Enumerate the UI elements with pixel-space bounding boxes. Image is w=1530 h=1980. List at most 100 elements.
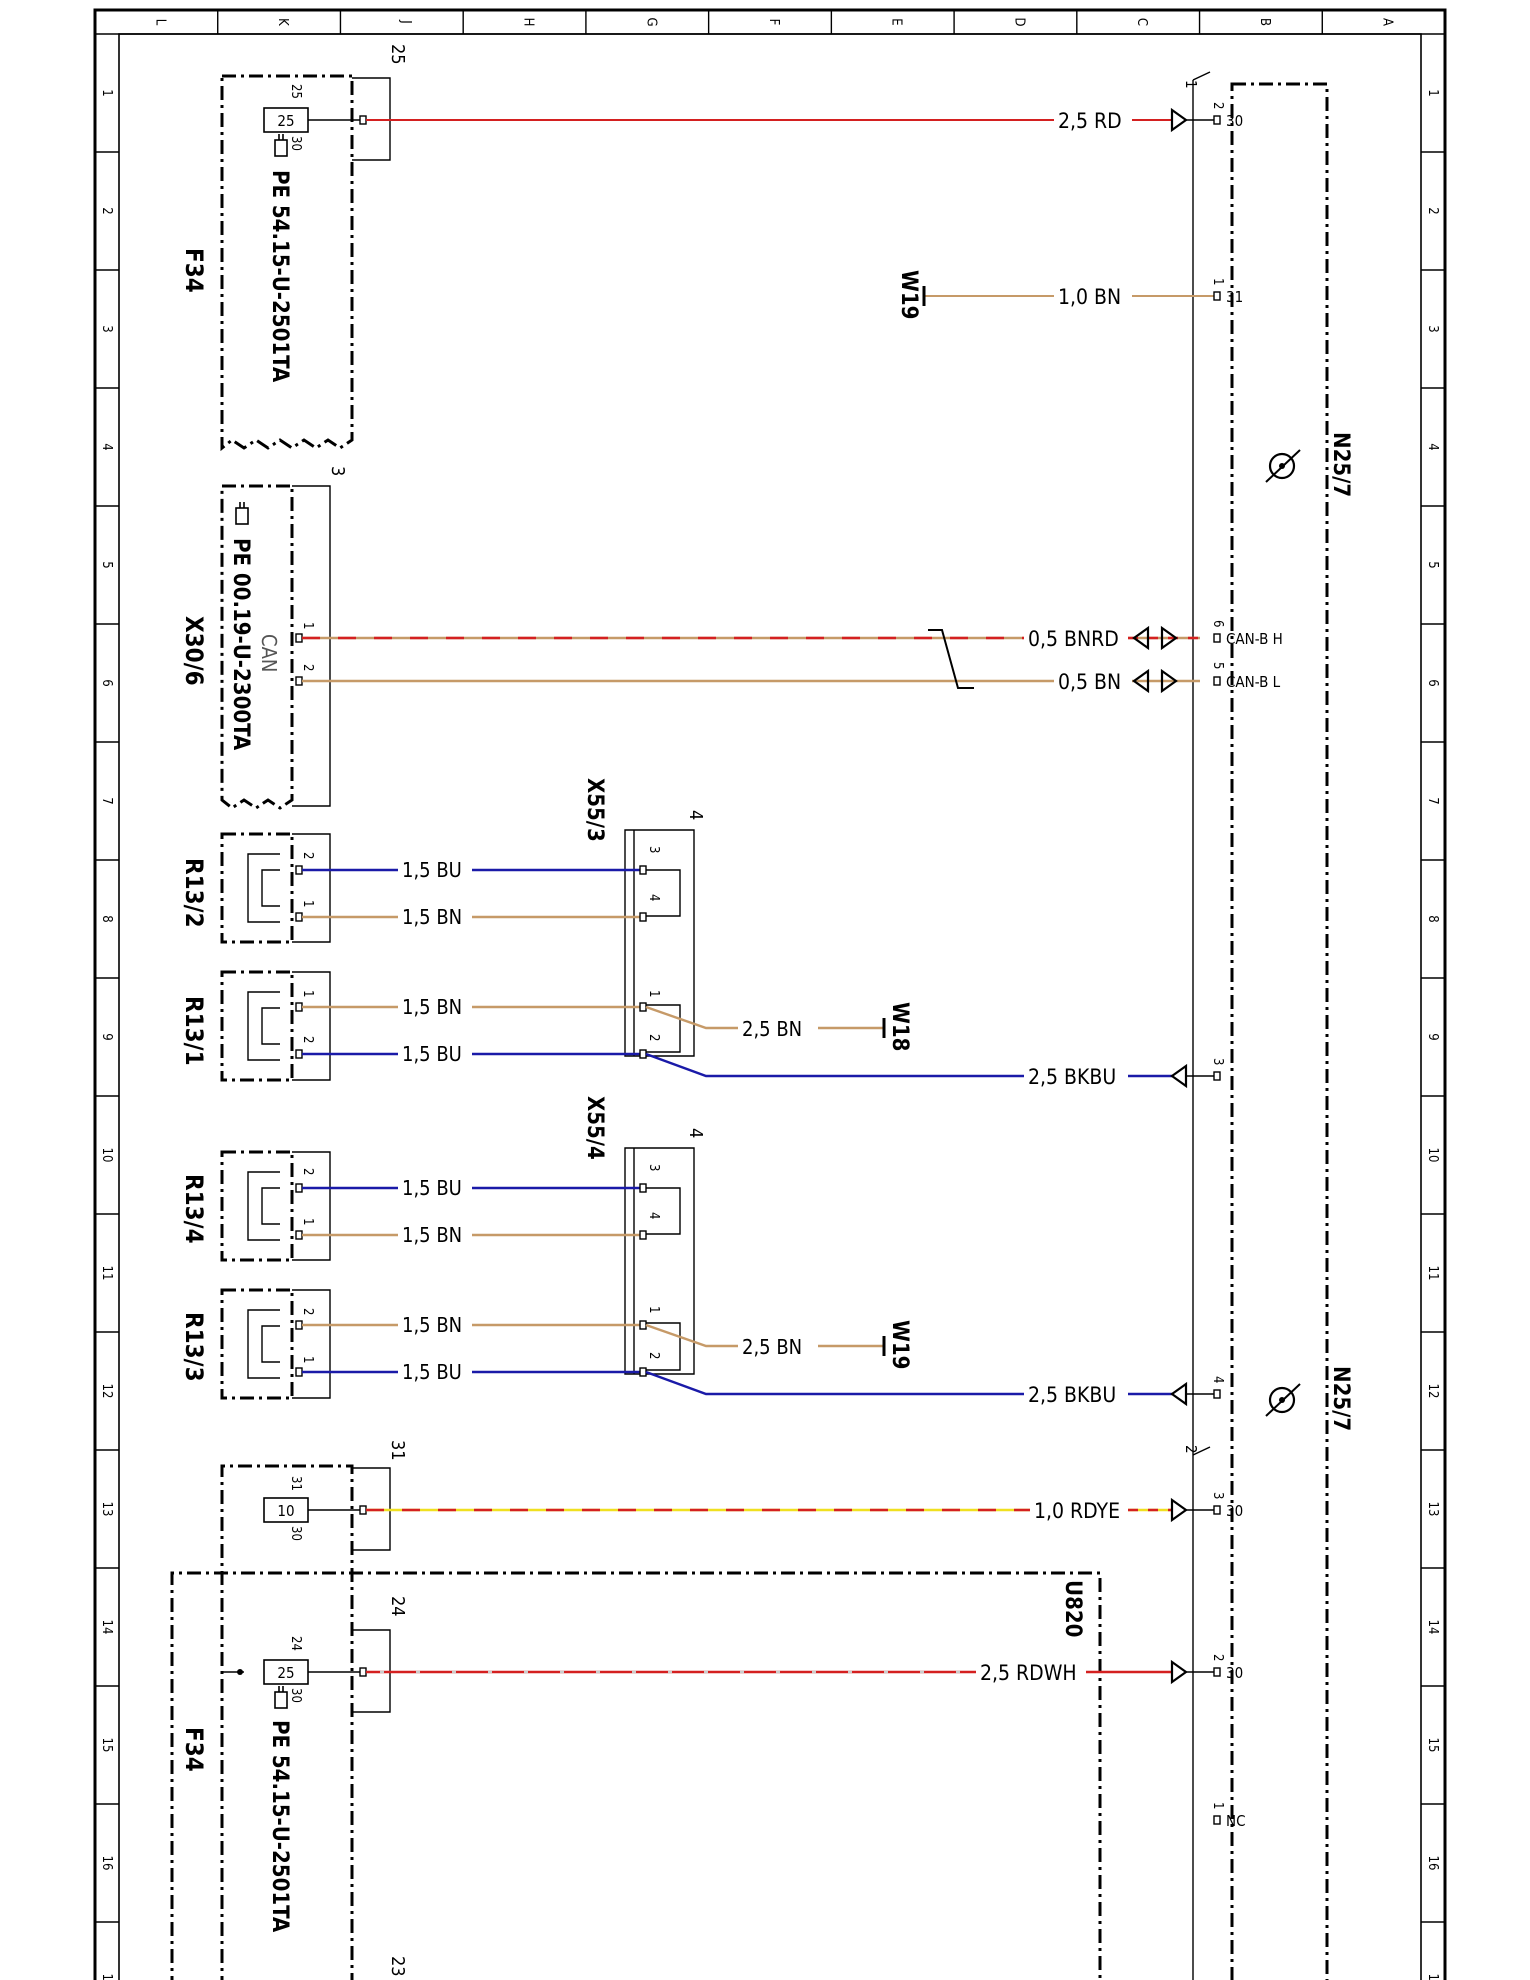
x55-3-pin-4: 4 xyxy=(646,894,661,901)
row-number: 5 xyxy=(1425,561,1440,568)
row-number: 13 xyxy=(1425,1502,1440,1517)
wire-label: 2,5 BKBU xyxy=(1028,1065,1116,1089)
row-number: 9 xyxy=(1425,1033,1440,1040)
wire-label: 1,5 BU xyxy=(402,1360,462,1384)
row-number: 6 xyxy=(1425,679,1440,686)
row-number: 15 xyxy=(99,1738,114,1753)
wire-label: 2,5 RDWH xyxy=(980,1661,1077,1685)
fuse-rating-mid: 10 xyxy=(277,1502,294,1520)
x55-3-pin-2: 2 xyxy=(646,1034,661,1041)
column-letter: H xyxy=(521,18,536,27)
w19-ground-label-top: W19 xyxy=(896,270,921,319)
wire-label: 0,5 BNRD xyxy=(1028,627,1119,651)
fuse-in-top: 25 xyxy=(288,84,303,99)
f34-label-bottom: F34 xyxy=(180,1727,208,1772)
f34-ref-top: PE 54.15-U-2501TA xyxy=(267,170,292,383)
reference-hand-icon xyxy=(274,1686,288,1709)
terminal-label: CAN-B L xyxy=(1226,673,1281,691)
fuse-rating-top: 25 xyxy=(277,112,294,130)
pin-label: 3 xyxy=(1210,1492,1225,1499)
x30-pin-2: 2 xyxy=(300,664,315,671)
x55-3-block: 4 xyxy=(685,810,706,820)
column-letter: D xyxy=(1011,17,1026,26)
wire-label: 2,5 RD xyxy=(1058,109,1122,133)
row-number: 17 xyxy=(99,1974,114,1980)
row-number: 11 xyxy=(99,1266,114,1281)
row-number: 3 xyxy=(1425,325,1440,332)
x55-3-pin-1: 1 xyxy=(646,990,661,997)
row-number: 13 xyxy=(99,1502,114,1517)
wire-label: 1,5 BN xyxy=(402,995,462,1019)
reference-hand-icon xyxy=(235,502,249,525)
row-number: 16 xyxy=(1425,1856,1440,1871)
row-number: 1 xyxy=(99,89,114,96)
row-number: 5 xyxy=(99,561,114,568)
row-number: 15 xyxy=(1425,1738,1440,1753)
r13-2-pin-top: 2 xyxy=(300,852,315,859)
w19-ground-label-mid: W19 xyxy=(887,1320,912,1369)
pin-label: 1 xyxy=(1210,278,1225,285)
module-symbol-icon xyxy=(1265,1383,1301,1417)
x55-3-pin-3: 3 xyxy=(646,846,661,853)
r13-4-label: R13/4 xyxy=(180,1174,208,1244)
wire-label: 2,5 BN xyxy=(742,1017,802,1041)
wire-label: 1,5 BU xyxy=(402,1176,462,1200)
column-letter: C xyxy=(1134,18,1149,26)
row-number: 14 xyxy=(99,1620,114,1635)
w18-ground-label: W18 xyxy=(887,1002,912,1051)
row-number: 11 xyxy=(1425,1266,1440,1281)
fuse-in-mid: 31 xyxy=(288,1476,303,1491)
main-wires: 2,5 RD 2 30 W19 1,0 BN 1 31 0,5 BNRD 6 C… xyxy=(302,102,1283,1830)
f34-ref-bottom: PE 54.15-U-2501TA xyxy=(267,1720,292,1933)
fuse-out-bottom: 30 xyxy=(288,1688,303,1703)
sensor-r13-4: R13/4 2 1 xyxy=(180,1150,331,1262)
u820-label: U820 xyxy=(1060,1580,1085,1637)
fuse-block-bottom: 24 xyxy=(387,1596,408,1617)
wire-label: 1,5 BN xyxy=(402,1223,462,1247)
x30-block-number: 3 xyxy=(327,466,348,476)
row-number: 1 xyxy=(1425,89,1440,96)
terminal-label: CAN-B H xyxy=(1226,630,1283,648)
x30-6-label: X30/6 xyxy=(180,616,208,686)
wire-label: 0,5 BN xyxy=(1058,670,1121,694)
wire-label: 1,5 BN xyxy=(402,905,462,929)
x55-4-connector: X55/4 4 3 4 1 2 xyxy=(582,1096,706,1375)
f34-label-top: F34 xyxy=(180,248,208,293)
sensor-r13-2: R13/2 2 1 xyxy=(180,832,331,944)
n25-connector-1: 1 xyxy=(1182,80,1200,89)
pin-label: 4 xyxy=(1210,1376,1225,1383)
fuse-block-top: 25 xyxy=(387,44,408,65)
sensor-r13-3: R13/3 2 1 xyxy=(180,1288,331,1400)
wire-label: 1,5 BU xyxy=(402,858,462,882)
fuse-in-bottom: 24 xyxy=(288,1636,303,1651)
row-number: 16 xyxy=(99,1856,114,1871)
r13-2-label: R13/2 xyxy=(180,858,208,928)
r13-3-pin-top: 2 xyxy=(300,1308,315,1315)
row-number: 4 xyxy=(99,443,114,450)
x55-4-block: 4 xyxy=(685,1128,706,1138)
x55-4-pin-1: 1 xyxy=(646,1306,661,1313)
wire-label: 1,5 BN xyxy=(402,1313,462,1337)
n25-7-label-top: N25/7 xyxy=(1328,432,1353,497)
fuse-out-mid: 30 xyxy=(288,1526,303,1541)
r13-1-pin-top: 1 xyxy=(300,990,315,997)
column-letter: B xyxy=(1257,18,1272,26)
column-letter: A xyxy=(1380,18,1395,26)
column-letter: K xyxy=(275,18,290,26)
pin-label: 1 xyxy=(1210,1802,1225,1809)
x55-3-connector: X55/3 4 3 4 1 2 xyxy=(582,778,706,1057)
terminal-label: 30 xyxy=(1226,112,1243,130)
f34-fuse-box-bottom: F34 10 31 30 31 25 24 30 24 PE 54.15-U-2… xyxy=(180,1440,408,1980)
r13-4-pin-top: 2 xyxy=(300,1168,315,1175)
row-number: 12 xyxy=(99,1384,114,1399)
row-number: 17 xyxy=(1425,1974,1440,1980)
fuse-rating-bottom: 25 xyxy=(277,1664,294,1682)
column-letter: G xyxy=(643,17,658,26)
sensor-wires: 1,5 BU 1,5 BN 1,5 BN 1,5 BU 1,5 BU 1,5 B… xyxy=(302,858,1024,1396)
row-number: 2 xyxy=(99,207,114,214)
wire-label: 2,5 BN xyxy=(742,1335,802,1359)
pin-label: 3 xyxy=(1210,1058,1225,1065)
row-number: 3 xyxy=(99,325,114,332)
